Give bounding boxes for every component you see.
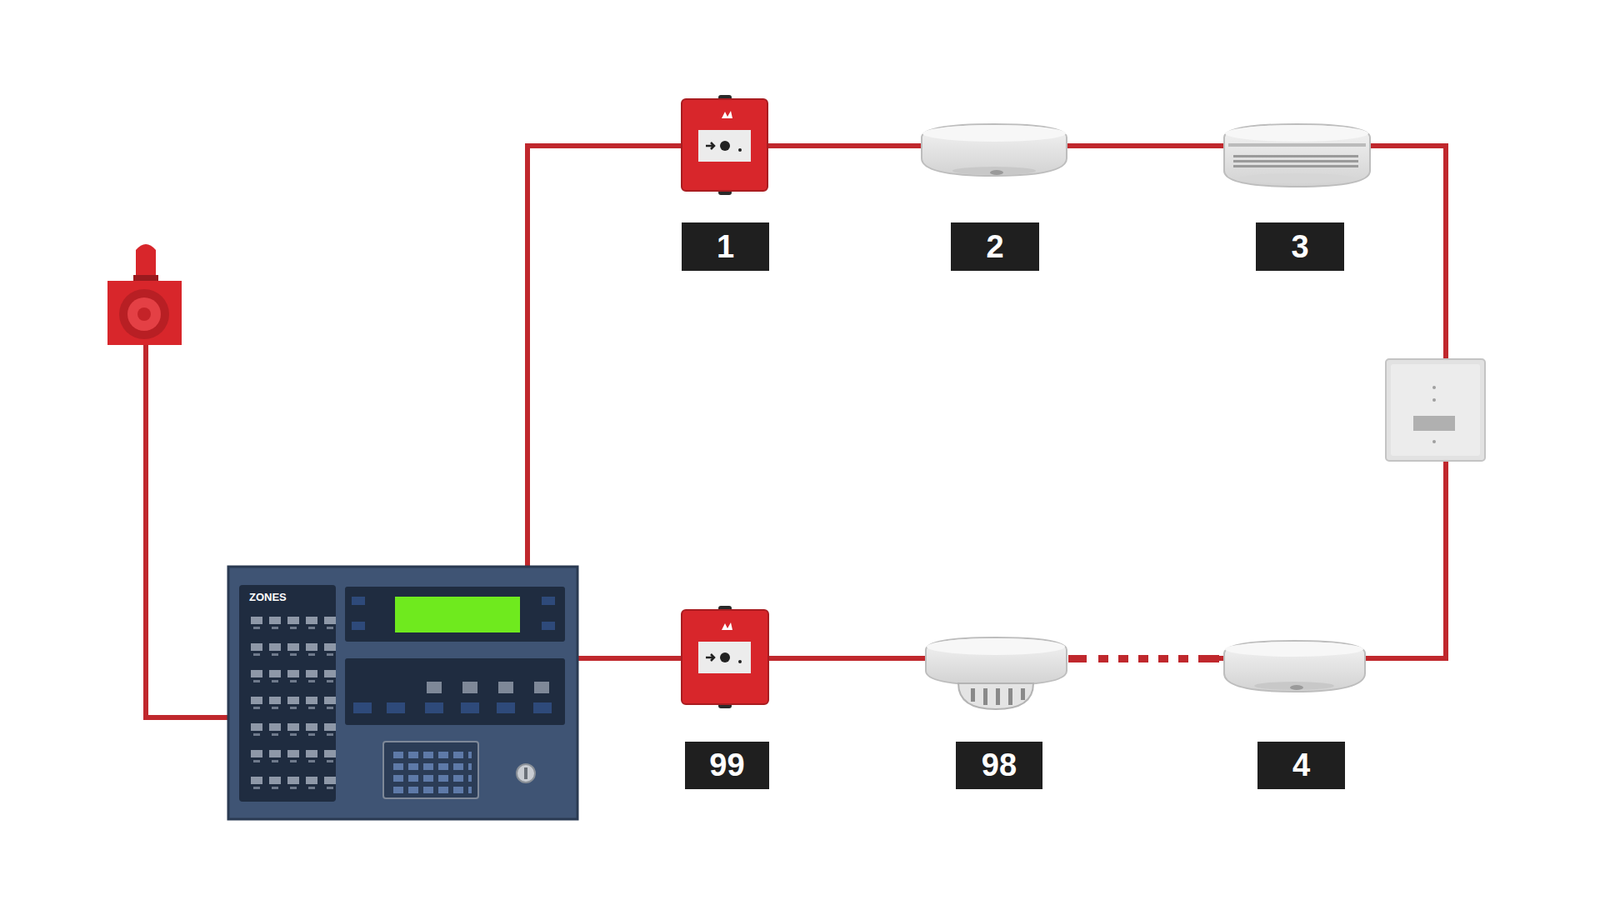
device-number-plate: 2 [950,222,1040,271]
sounder-beacon [107,244,182,345]
interface-module [1385,359,1485,461]
callout-number: 98 [981,747,1017,784]
device-number-plate: 98 [955,741,1043,790]
device-number-plate: 4 [1257,741,1345,790]
manual-call-point [681,605,769,709]
callout-number: 4 [1292,747,1310,784]
loop-continuation-dots [1068,655,1220,663]
sounder-wire [145,345,229,718]
callout-number: 99 [709,747,745,784]
fire-alarm-control-panel [228,566,578,820]
device-number-plate: 3 [1255,222,1345,271]
callout-number: 2 [985,229,1004,265]
device-number-plate: 1 [681,222,770,271]
panel-heading: ZONES [249,590,287,604]
multi-sensor-detector [1224,124,1370,187]
callout-number: 3 [1290,229,1309,265]
smoke-detector [1224,640,1365,692]
smoke-detector [921,124,1067,176]
device-number-plate: 99 [685,741,770,790]
callout-number: 1 [716,229,735,265]
loop-wire-out [527,145,1446,659]
manual-call-point [681,95,768,195]
heat-detector [925,637,1067,710]
